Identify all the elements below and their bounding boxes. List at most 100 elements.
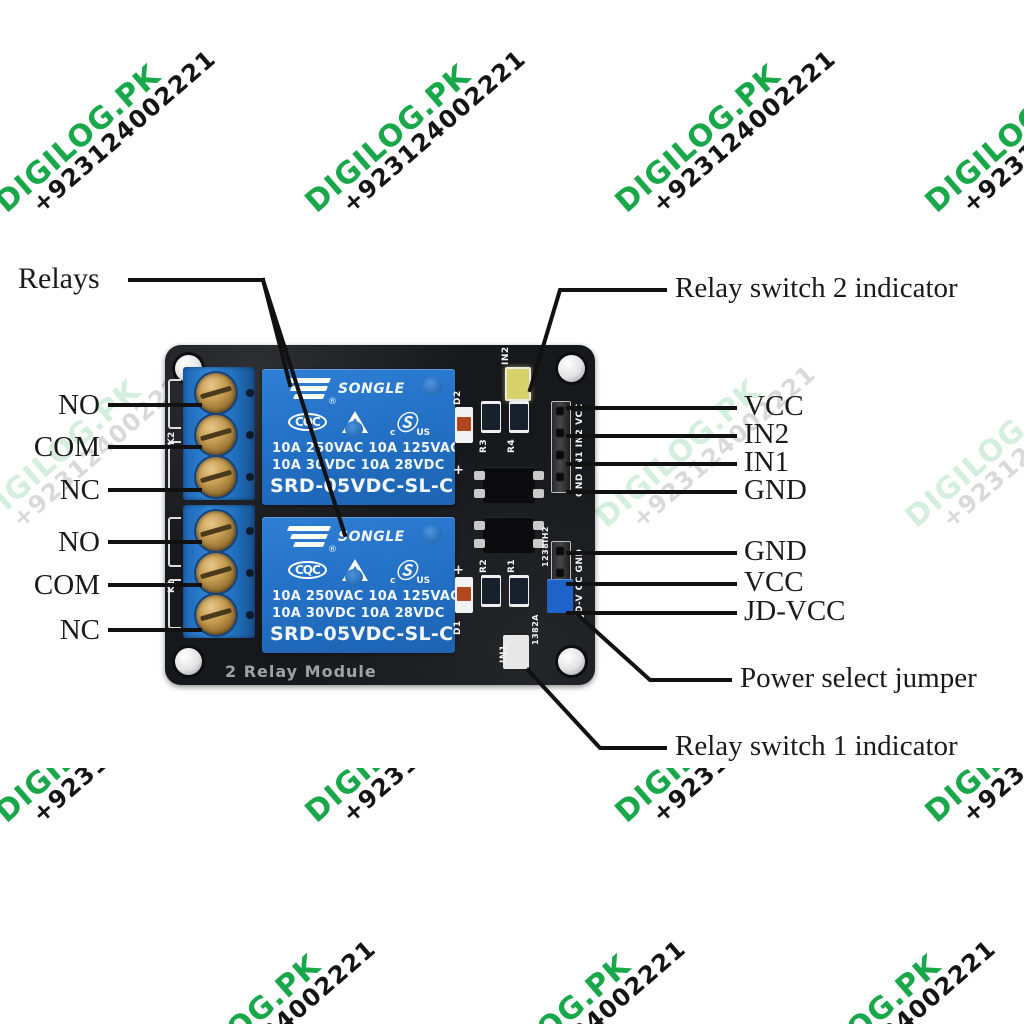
silk-r1: R1 [507,558,517,573]
relay-2: SONGLE ® CQC cⓈUS 10A 250VAC 10A 125VAC … [262,369,455,505]
optocoupler-bottom [474,517,544,553]
case-dimple [345,421,363,437]
mount-hole [175,648,202,675]
callout-label-nc-2: NC [59,614,100,646]
terminal-screw-nc [196,457,236,497]
silk-bracket [168,379,181,429]
board-title: 2 Relay Module [225,662,377,681]
header-pin-gnd-power[interactable] [555,546,565,556]
silk-board-code: 1382A [531,614,540,645]
watermark-brand: DIGILOG.PK [149,915,367,1024]
resistor-r2 [481,575,501,607]
case-dimple [422,525,442,543]
leader-power-select-jumper [575,612,732,682]
silk-r2: R2 [479,558,489,573]
header-pin-in1[interactable] [555,450,565,460]
callout-label-com-2: COM [33,569,100,601]
cqc-mark-icon: CQC [288,413,327,431]
relay-module-board: K2 K1 SONGLE [165,345,595,685]
watermark-tile: DIGILOG.PK +923124002221 [918,25,1024,235]
watermark-tile: DIGILOG.PK +923124002221 [298,25,531,235]
terminal-pin [246,611,254,619]
relay-rating-ac: 10A 250VAC 10A 125VAC [272,589,455,604]
chip-pad [474,489,485,498]
chip-pad [533,521,544,530]
resistor-body [510,404,528,430]
watermark-brand: DIGILOG.PK [298,57,478,220]
silk-r3: R3 [479,438,489,453]
callout-label-no-1: NO [58,389,100,421]
terminal-pin [246,389,254,397]
chip-pad [533,539,544,548]
case-dimple [345,569,363,585]
diode-band [457,587,471,601]
relay-1: SONGLE ® CQC cⓈUS 10A 250VAC 10A 125VAC … [262,517,455,653]
callout-label-vcc-power: VCC [744,566,804,598]
silk-bracket [168,517,181,567]
signal-header-4pin[interactable] [551,401,571,493]
ul-prefix: c [390,576,396,587]
diagram-panel: DIGILOG.PK +923124002221 DIGILOG.PK +923… [0,250,1024,768]
watermark-phone: +923124002221 [806,933,1001,1024]
songle-logo-icon [286,378,332,404]
ul-mark-icon: cⓈUS [390,559,431,587]
watermark-tile: DIGILOG.PK +923124002221 [459,915,691,1024]
optocoupler-top [474,467,544,503]
ul-suffix: US [416,428,431,439]
chip-pad [533,489,544,498]
relay-brand: SONGLE [338,529,405,545]
watermark-phone: +923124002221 [336,43,531,219]
terminal-pin [246,569,254,577]
callout-label-com-1: COM [33,431,100,463]
watermark-tile: DIGILOG.PK +923124002221 [609,25,841,235]
silk-k2: K2 [167,431,177,445]
header-pin-vcc-power[interactable] [555,568,565,578]
callout-label-in1: IN1 [744,446,790,478]
chip-pad [533,471,544,480]
songle-logo-icon [286,526,332,552]
watermark-phone: +923124002221 [186,933,381,1024]
power-select-jumper[interactable] [547,579,573,613]
silk-in2: IN2 [501,346,511,365]
chip-pad [474,521,485,530]
registered-mark-icon: ® [328,397,337,407]
relay-part-number: SRD-05VDC-SL-C [270,623,454,645]
ul-prefix: c [390,428,396,439]
watermark-brand: DIGILOG.PK [918,57,1024,220]
terminal-pin [246,431,254,439]
terminal-block-k1 [183,505,255,638]
relay-switch-2-indicator-led [505,367,531,401]
silk-in1: IN1 [499,644,509,663]
callout-label-in2: IN2 [744,418,790,450]
callout-label-jd-vcc: JD-VCC [744,595,846,627]
relay-rating-dc: 10A 30VDC 10A 28VDC [272,458,445,473]
callout-label-relay-switch-2-indicator: Relay switch 2 indicator [675,272,958,304]
silk-plus-top: + [453,463,465,478]
silk-date-code: 1238IH2 [541,525,550,567]
callout-label-relay-switch-1-indicator: Relay switch 1 indicator [675,730,958,762]
callout-label-vcc-signal: VCC [744,390,804,422]
silk-k1: K1 [167,579,177,593]
registered-mark-icon: ® [328,545,337,555]
diode-d2 [455,407,473,443]
header-pin-vcc[interactable] [555,406,565,416]
chip-pad [474,471,485,480]
header-pin-in2[interactable] [555,428,565,438]
watermark-phone: +923124002221 [626,358,821,534]
resistor-body [482,578,500,604]
silk-d1: D1 [453,620,463,635]
terminal-block-k2 [183,367,255,500]
resistor-body [482,404,500,430]
terminal-pin [246,473,254,481]
diode-band [457,417,471,431]
callout-label-power-select-jumper: Power select jumper [740,662,977,694]
silk-d2: D2 [453,390,463,405]
watermark-phone: +923124002221 [26,43,221,219]
watermark-phone: +923124002221 [956,43,1024,219]
watermark-brand: DIGILOG.PK [898,372,1024,535]
watermark-phone: +923124002221 [646,43,841,219]
header-pin-gnd[interactable] [555,472,565,482]
mount-hole [558,648,585,675]
watermark-phone: +923124002221 [936,358,1024,534]
